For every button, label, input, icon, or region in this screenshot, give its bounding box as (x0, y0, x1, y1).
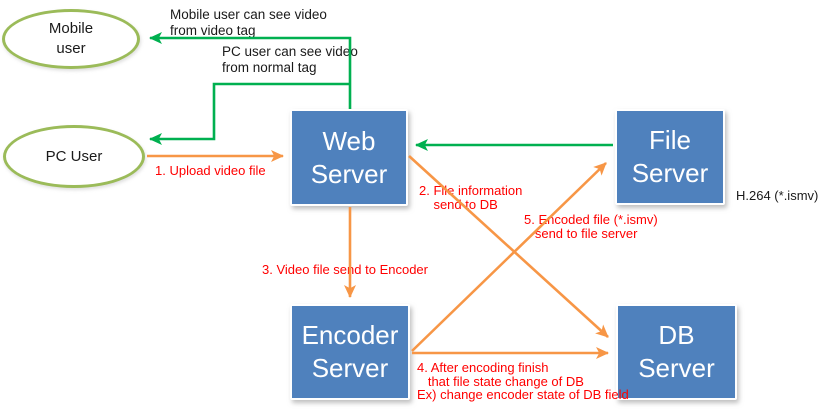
note-pc-normal-tag: PC user can see video from normal tag (222, 44, 358, 75)
node-db-server-label: DB Server (638, 320, 715, 383)
node-encoder-server-label: Encoder Server (301, 320, 399, 383)
node-file-server-label: File Server (631, 125, 709, 188)
node-db-server: DB Server (616, 304, 737, 400)
node-web-server-label: Web Server (310, 125, 388, 189)
node-web-server: Web Server (290, 109, 408, 206)
step-label-5-encoded-file: 5. Encoded file (*.ismv) send to file se… (524, 212, 658, 241)
step-label-4-after-encoding: 4. After encoding finish that file state… (417, 360, 629, 402)
step-label-2-file-info: 2. File information send to DB (419, 183, 523, 212)
node-pc-user: PC User (3, 125, 145, 188)
note-mobile-video-tag: Mobile user can see video from video tag (170, 7, 327, 38)
node-pc-user-label: PC User (45, 147, 103, 165)
step-label-1-upload: 1. Upload video file (155, 163, 266, 178)
note-codec-h264: H.264 (*.ismv) (736, 188, 819, 203)
node-file-server: File Server (615, 109, 725, 205)
node-encoder-server: Encoder Server (290, 304, 410, 400)
node-mobile-user-label: Mobile user (48, 20, 94, 57)
node-mobile-user: Mobile user (2, 9, 140, 69)
step-label-3-send-encoder: 3. Video file send to Encoder (262, 262, 428, 277)
